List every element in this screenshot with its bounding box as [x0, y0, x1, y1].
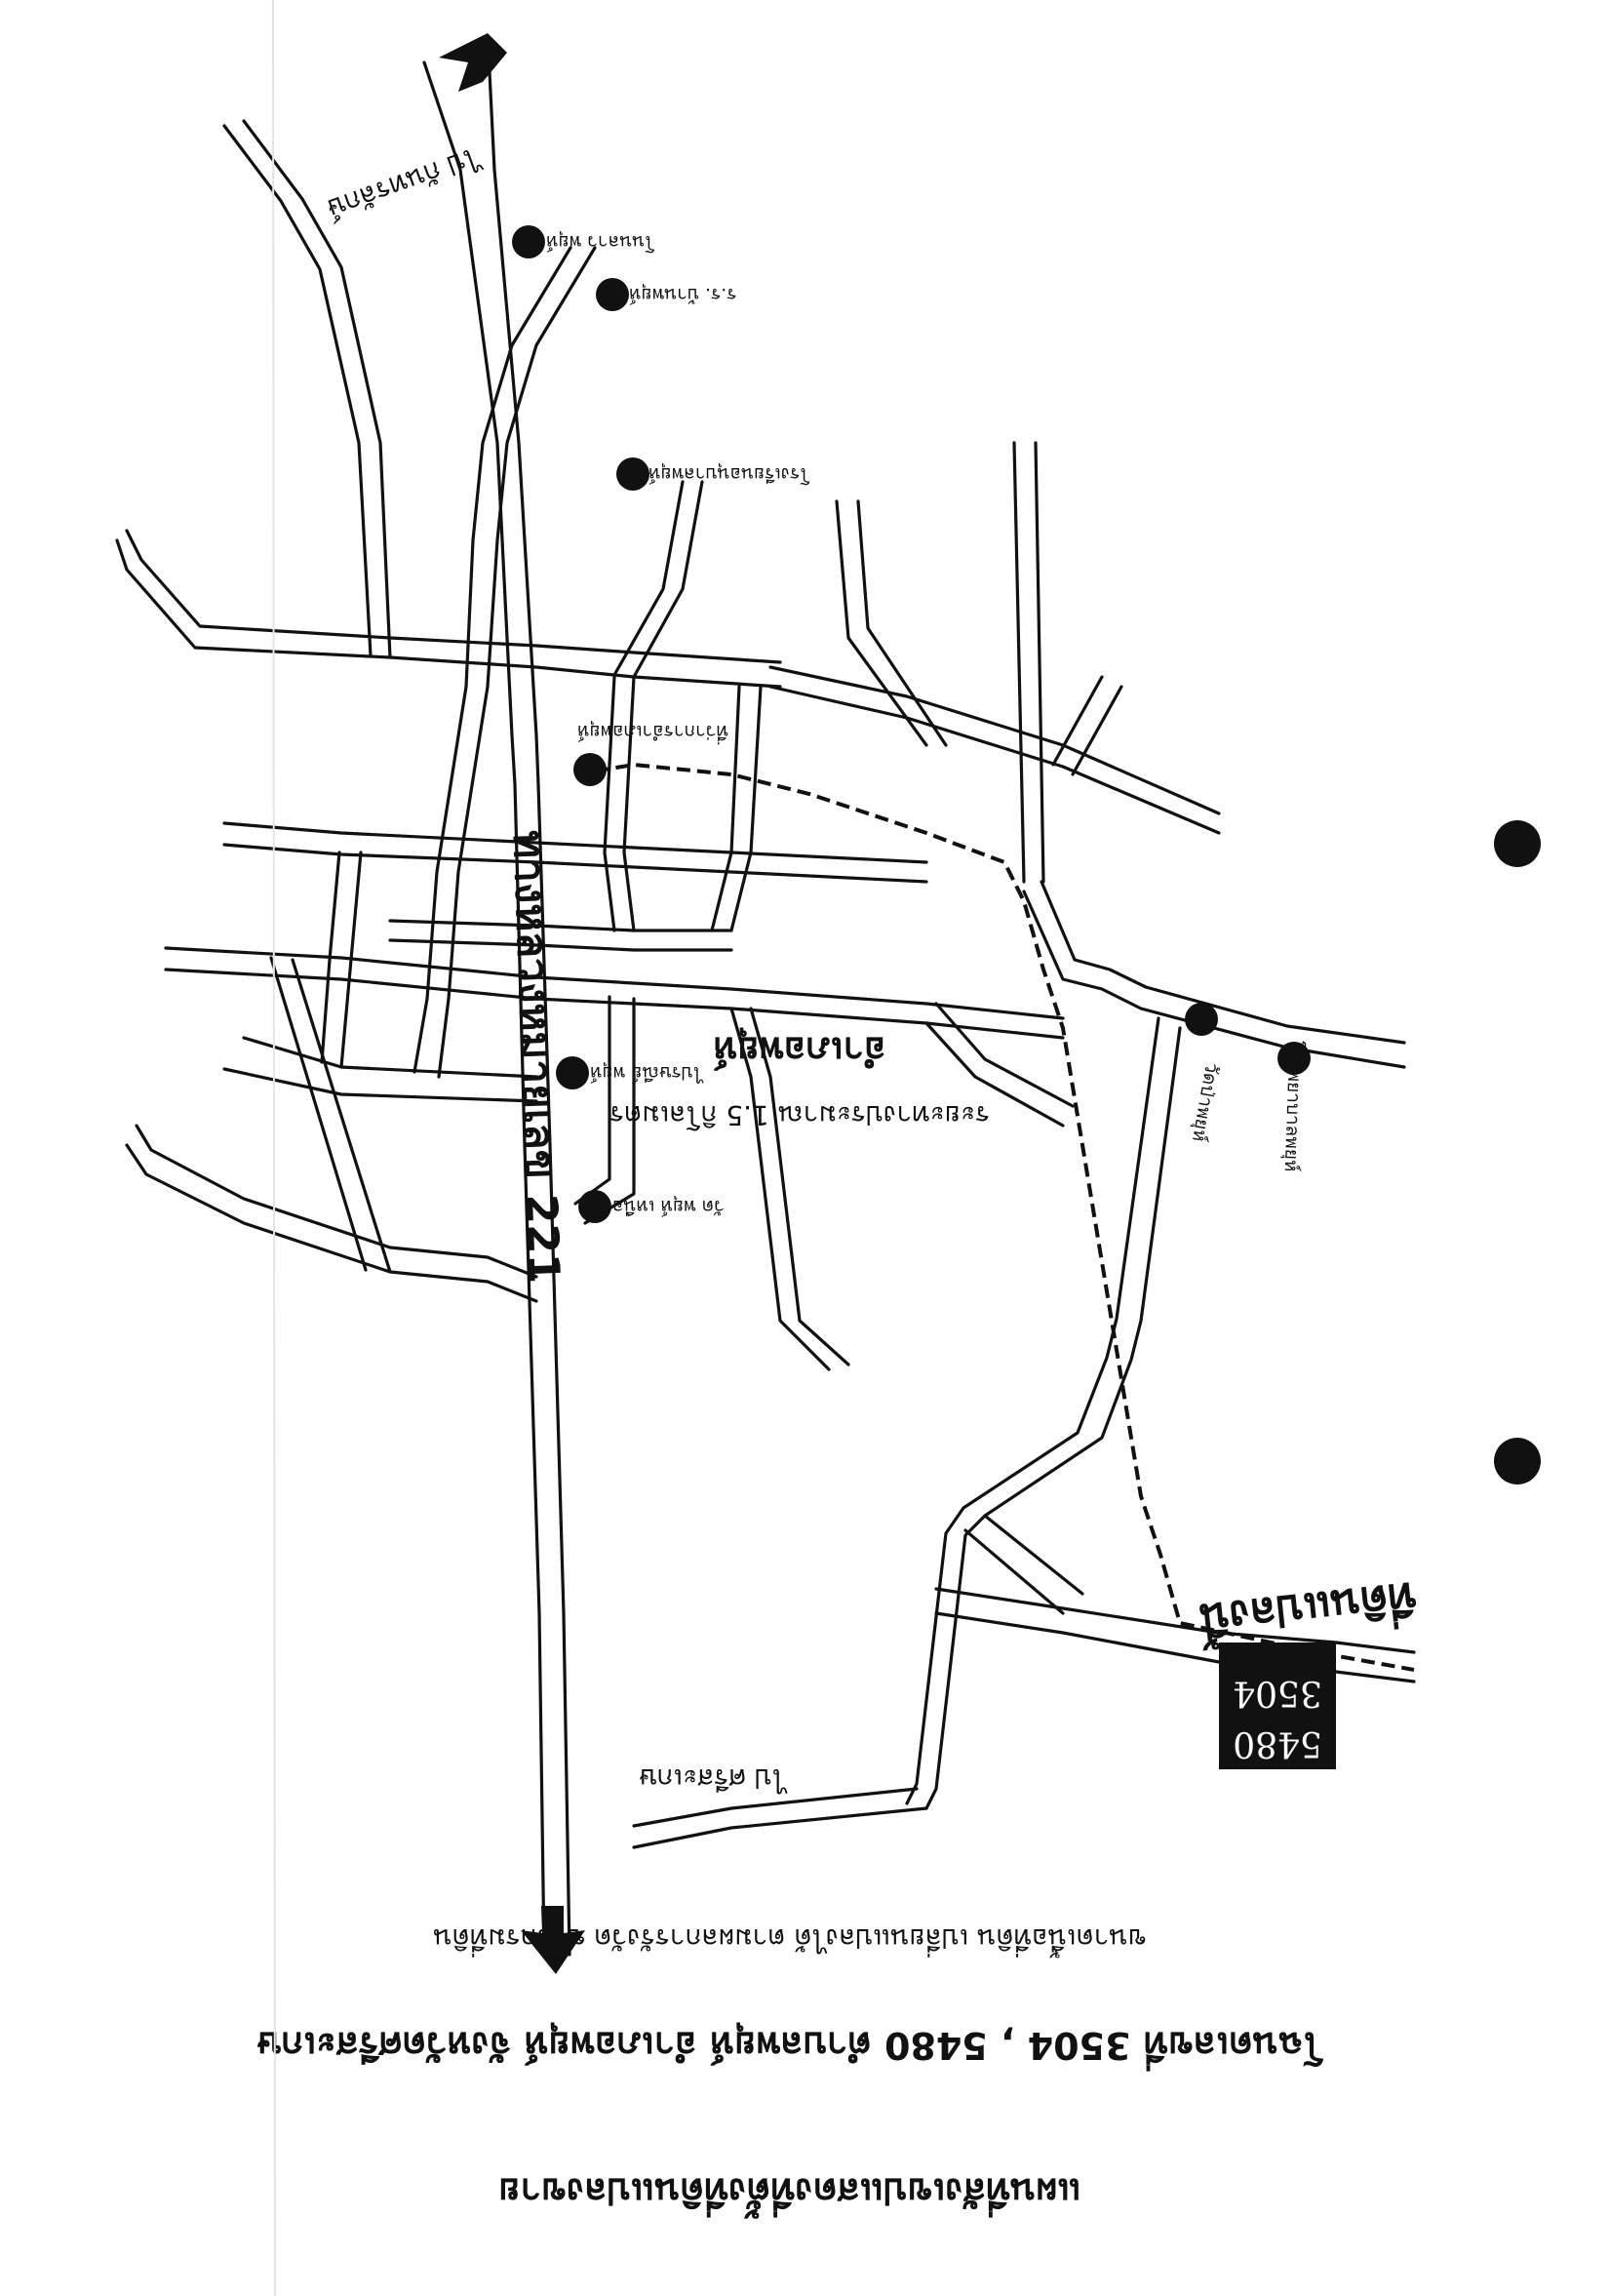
- map-subtitle-line1: โฉนดเลขที่ 3504 , 5480 ตำบลพยุห์ อำเภอพย…: [256, 2022, 1324, 2072]
- place-label-temple: วัด พยุห์ เหนือ: [612, 1195, 725, 1217]
- arrow-north: [439, 33, 507, 92]
- page-edge-line: [272, 0, 276, 2296]
- place-label-post-office: ไปรษณีย์ พยุห์: [590, 1061, 704, 1084]
- landmark-dot-5: [556, 1056, 589, 1089]
- map-subtitle-line2: ขนาดเนื้อที่ดิน เปลี่ยนแปลงได้ ตามผลการร…: [433, 1922, 1146, 1959]
- place-label-wat-1: วัดป่าพยุห์: [1187, 1061, 1223, 1144]
- east-roads: [612, 441, 1406, 1849]
- plot-number-5480: 5480: [1233, 1723, 1322, 1763]
- landmarks: [512, 225, 1311, 1223]
- town-grid: [115, 119, 1065, 1371]
- landmark-dot-8: [1277, 1042, 1311, 1075]
- route-to-plot: [574, 762, 1415, 1672]
- place-label-ban-lao: โนนลาว พยุห์: [546, 230, 654, 254]
- highway-221: [422, 51, 571, 1957]
- distance-label: ระยะทางประมาณ 1.5 กิโลเมตร: [609, 1099, 990, 1131]
- highway-label: ทางหลวงหมายเลข 221: [503, 829, 569, 1285]
- landmark-dot-3: [616, 457, 649, 491]
- plot-box: 5480 3504: [1219, 1643, 1336, 1769]
- punch-hole-top: [1494, 820, 1541, 867]
- rotated-map: 5480 3504 แผนที่สังเขปแสดงที่ตั้งที่ดินแ…: [115, 33, 1420, 2219]
- map-title: แผนที่สังเขปแสดงที่ตั้งที่ดินแปลงขาย: [498, 2170, 1081, 2219]
- district-label: อำเภอพยุห์: [713, 1027, 885, 1072]
- landmark-dot-6: [578, 1190, 611, 1223]
- plot-number-3504: 3504: [1233, 1673, 1322, 1713]
- to-sisaket-label: ไป ศรีสะเกษ: [639, 1762, 788, 1795]
- landmark-dot-2: [596, 278, 629, 311]
- landmark-dot-4: [573, 753, 607, 786]
- landmark-dot-1: [512, 225, 545, 258]
- landmark-dot-7: [1185, 1003, 1218, 1036]
- place-label-school-2: โรงเรียนอนุบาลพยุห์: [648, 462, 809, 486]
- place-label-school-1: ร.ร. บ้านพยุห์: [629, 283, 736, 305]
- place-label-district-office: ที่ว่าการอำเภอพยุห์: [577, 720, 728, 745]
- arrow-south: [521, 1906, 585, 1974]
- punch-hole-bottom: [1494, 1438, 1541, 1484]
